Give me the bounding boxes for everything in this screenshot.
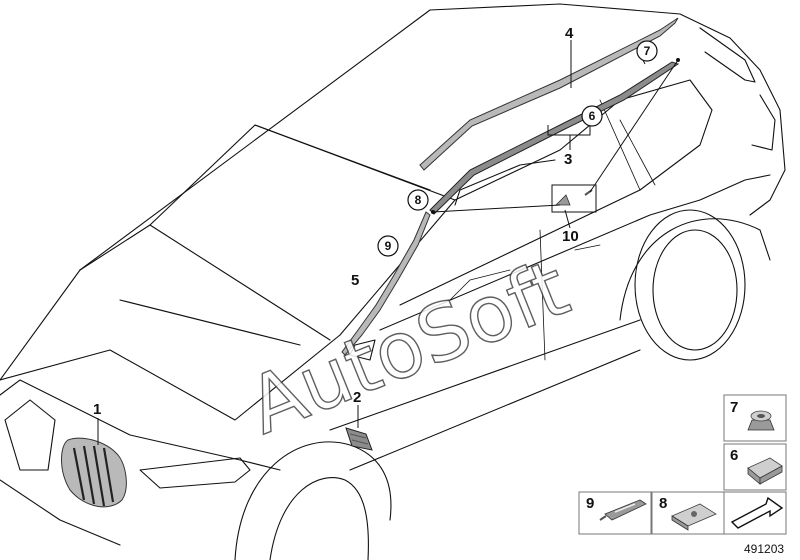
watermark-text: AutoSoft (236, 243, 580, 452)
thumbnail-label-9: 9 (586, 495, 594, 512)
callout-5: 5 (351, 272, 359, 289)
car-body-outline (0, 3, 786, 560)
side-emblem (345, 427, 373, 451)
callout-10: 10 (562, 228, 579, 245)
circled-callout-9-ring (377, 235, 399, 257)
thumbnail-part-7: 7 (723, 394, 787, 442)
leader-lines (97, 40, 680, 445)
arrow-symbol-box (723, 491, 787, 535)
clip-detail-box (551, 184, 597, 213)
thumbnail-label-8: 8 (659, 495, 667, 512)
callout-3: 3 (564, 151, 572, 168)
a-pillar-trim-5 (341, 211, 431, 356)
thumbnail-part-9: 9 (578, 491, 652, 535)
thumbnail-part-8: 8 (651, 491, 725, 535)
circled-callout-7-ring (636, 40, 658, 62)
circled-callout-8: 8 (415, 193, 422, 207)
callout-1: 1 (93, 401, 101, 418)
callout-4: 4 (565, 25, 574, 42)
circled-callout-6-ring (581, 105, 603, 127)
circled-callout-7: 7 (644, 44, 651, 58)
roof-rail-trim-4 (419, 17, 679, 171)
kidney-grille (61, 437, 127, 508)
circled-callout-9: 9 (385, 239, 392, 253)
roof-trim-strip-3 (429, 61, 680, 215)
circled-callout-8-ring (407, 189, 429, 211)
circled-callout-6: 6 (589, 109, 596, 123)
thumbnail-label-6: 6 (730, 447, 738, 464)
thumbnail-part-6: 6 (723, 443, 787, 491)
diagram-number: 491203 (744, 542, 784, 556)
thumbnail-label-7: 7 (730, 399, 738, 416)
callout-2: 2 (353, 389, 361, 406)
